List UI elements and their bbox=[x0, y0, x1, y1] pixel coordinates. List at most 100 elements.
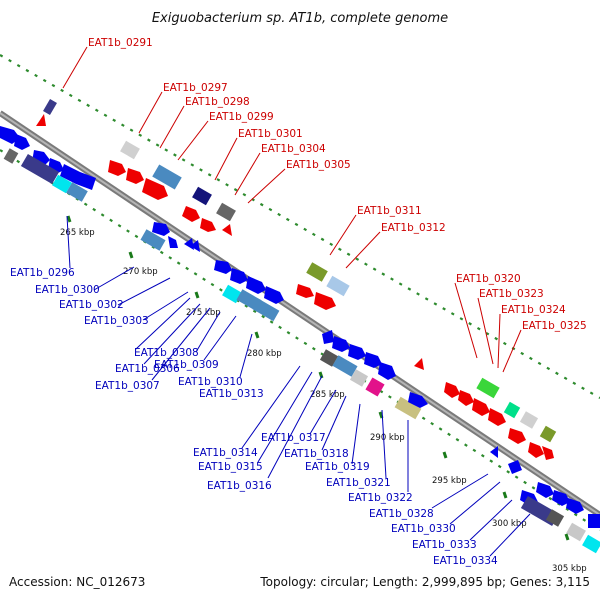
gene-feature bbox=[326, 275, 350, 297]
gene-feature bbox=[264, 286, 284, 304]
scale-tick bbox=[502, 491, 508, 499]
gene-label: EAT1b_0315 bbox=[198, 461, 263, 473]
gene-label: EAT1b_0303 bbox=[84, 315, 149, 327]
gene-feature bbox=[222, 224, 232, 236]
gene-feature bbox=[542, 446, 554, 460]
gene-label: EAT1b_0316 bbox=[207, 480, 272, 492]
gene-feature bbox=[490, 446, 498, 458]
scale-tick bbox=[442, 451, 448, 459]
gene-feature bbox=[322, 330, 334, 344]
gene-feature bbox=[488, 408, 506, 426]
tick-label: 265 kbp bbox=[60, 228, 95, 238]
gene-feature bbox=[414, 358, 424, 370]
gene-label: EAT1b_0306 bbox=[115, 363, 180, 375]
gene-feature bbox=[314, 292, 336, 310]
gene-feature bbox=[43, 98, 57, 116]
tick-label: 305 kbp bbox=[552, 564, 587, 574]
gene-features bbox=[0, 98, 600, 554]
gene-feature bbox=[378, 362, 396, 380]
gene-label: EAT1b_0304 bbox=[261, 143, 326, 155]
scale-tick bbox=[66, 215, 72, 223]
gene-label: EAT1b_0299 bbox=[209, 111, 274, 123]
gene-label: EAT1b_0298 bbox=[185, 96, 250, 108]
gene-label: EAT1b_0305 bbox=[286, 159, 351, 171]
gene-label: EAT1b_0323 bbox=[479, 288, 544, 300]
gene-feature bbox=[120, 140, 140, 160]
gene-feature bbox=[539, 425, 557, 443]
gene-label: EAT1b_0314 bbox=[193, 447, 258, 459]
gene-feature bbox=[444, 382, 460, 398]
gene-feature bbox=[152, 164, 182, 190]
gene-label: EAT1b_0330 bbox=[391, 523, 456, 535]
tick-label: 290 kbp bbox=[370, 433, 405, 443]
outer-top-guide bbox=[0, 54, 600, 399]
track-guides bbox=[0, 54, 600, 531]
gene-label: EAT1b_0310 bbox=[178, 376, 243, 388]
scale-ticks bbox=[66, 215, 570, 541]
gene-feature bbox=[408, 392, 428, 408]
gene-feature bbox=[508, 428, 526, 444]
gene-feature bbox=[503, 401, 521, 419]
gene-feature bbox=[20, 153, 60, 185]
scale-tick-labels: 265 kbp 270 kbp 275 kbp 280 kbp 285 kbp … bbox=[60, 228, 587, 574]
gene-feature bbox=[582, 534, 600, 554]
gene-label: EAT1b_0320 bbox=[456, 273, 521, 285]
gene-feature bbox=[319, 349, 339, 367]
gene-feature bbox=[0, 126, 20, 144]
gene-feature bbox=[566, 522, 586, 542]
gene-label: EAT1b_0321 bbox=[326, 477, 391, 489]
gene-label: EAT1b_0317 bbox=[261, 432, 326, 444]
genome-backbone-highlight bbox=[0, 112, 600, 516]
gene-feature bbox=[519, 411, 539, 429]
gene-feature bbox=[216, 202, 236, 222]
gene-feature bbox=[365, 377, 385, 397]
scale-tick bbox=[194, 291, 200, 299]
accession-text: Accession: NC_012673 bbox=[9, 575, 145, 589]
gene-feature bbox=[472, 398, 490, 416]
gene-feature bbox=[246, 276, 266, 294]
gene-feature bbox=[349, 369, 369, 387]
gene-label: EAT1b_0333 bbox=[412, 539, 477, 551]
genome-summary-text: Topology: circular; Length: 2,999,895 bp… bbox=[259, 575, 590, 589]
tick-label: 285 kbp bbox=[310, 390, 345, 400]
gene-feature bbox=[545, 509, 565, 527]
gene-feature bbox=[364, 352, 382, 368]
gene-feature bbox=[36, 114, 46, 126]
scale-tick bbox=[564, 533, 570, 541]
gene-feature bbox=[200, 218, 216, 232]
gene-label: EAT1b_0328 bbox=[369, 508, 434, 520]
gene-label: EAT1b_0312 bbox=[381, 222, 446, 234]
gene-feature bbox=[108, 160, 126, 176]
gene-feature bbox=[140, 229, 166, 251]
gene-label: EAT1b_0307 bbox=[95, 380, 160, 392]
gene-label: EAT1b_0302 bbox=[59, 299, 124, 311]
gene-feature bbox=[296, 284, 314, 298]
gene-feature bbox=[394, 396, 422, 420]
gene-label: EAT1b_0309 bbox=[154, 359, 219, 371]
gene-feature bbox=[552, 490, 570, 506]
scale-tick bbox=[254, 331, 260, 339]
gene-feature bbox=[14, 134, 30, 150]
tick-label: 280 kbp bbox=[247, 349, 282, 359]
gene-feature bbox=[190, 240, 200, 252]
gene-feature bbox=[476, 377, 500, 399]
gene-feature bbox=[182, 206, 200, 222]
gene-feature bbox=[214, 260, 232, 274]
tick-label: 270 kbp bbox=[123, 267, 158, 277]
scale-tick bbox=[378, 411, 384, 419]
gene-label: EAT1b_0319 bbox=[305, 461, 370, 473]
gene-feature bbox=[588, 514, 600, 528]
gene-feature bbox=[184, 238, 194, 250]
gene-label: EAT1b_0324 bbox=[501, 304, 566, 316]
label-leaders bbox=[62, 46, 531, 557]
gene-feature bbox=[126, 168, 144, 184]
gene-feature bbox=[230, 268, 248, 284]
gene-label: EAT1b_0311 bbox=[357, 205, 422, 217]
gene-feature bbox=[332, 336, 350, 352]
map-title: Exiguobacterium sp. AT1b, complete genom… bbox=[152, 11, 448, 26]
gene-feature bbox=[192, 186, 212, 206]
tick-label: 295 kbp bbox=[432, 476, 467, 486]
gene-feature bbox=[152, 222, 170, 236]
